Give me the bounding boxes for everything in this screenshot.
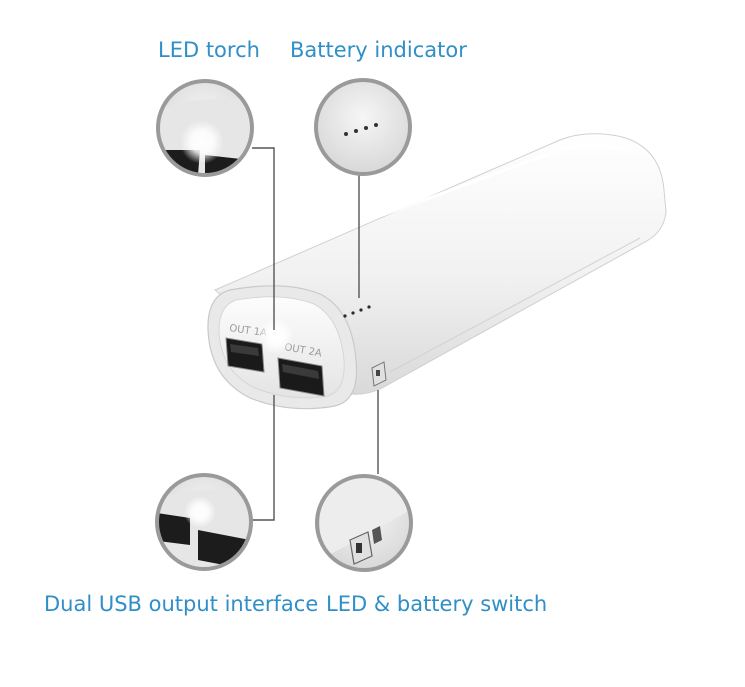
detail-switch: [315, 474, 413, 572]
side-switch: [371, 361, 387, 387]
label-dual-usb: Dual USB output interface: [44, 592, 319, 616]
detail-battery-indicator: [314, 78, 412, 176]
leader-lines: [252, 147, 379, 521]
port-label-left: OUT 1A: [229, 323, 268, 339]
torch-glow: [258, 318, 294, 354]
label-led-torch: LED torch: [158, 38, 260, 62]
detail-dual-usb: [155, 473, 253, 571]
power-bank: OUT 1A OUT 2A: [207, 133, 667, 410]
usb-port-left: [225, 337, 265, 373]
battery-indicator-dots: [343, 305, 371, 318]
label-battery-indicator: Battery indicator: [290, 38, 467, 62]
usb-port-right: [277, 357, 325, 397]
label-switch: LED & battery switch: [326, 592, 548, 616]
detail-led-torch: [156, 79, 254, 177]
